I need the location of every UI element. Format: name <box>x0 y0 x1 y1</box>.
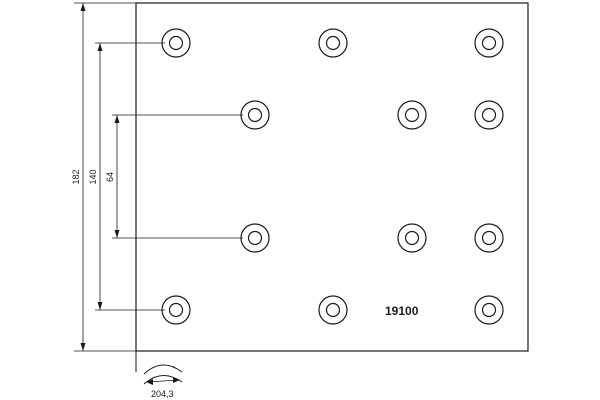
rivet-hole <box>318 295 348 325</box>
rivet-hole-group <box>161 28 504 325</box>
rivet-hole <box>474 28 504 58</box>
rivet-hole <box>318 28 348 58</box>
rivet-hole <box>161 295 191 325</box>
rivet-hole <box>474 295 504 325</box>
arc-length-dimension: 204,3 <box>143 364 183 399</box>
inner-hole-spacing-label: 64 <box>105 172 115 182</box>
arc-length-label: 204,3 <box>151 389 174 399</box>
outer-hole-spacing-label: 140 <box>88 169 98 184</box>
rivet-hole <box>397 100 427 130</box>
rivet-hole <box>240 223 270 253</box>
rivet-hole <box>397 223 427 253</box>
inner-hole-spacing-dimension: 64 <box>105 114 243 239</box>
outer-hole-spacing-dimension: 140 <box>88 42 165 311</box>
overall-height-dimension: 182 <box>71 2 136 352</box>
rivet-hole <box>240 100 270 130</box>
lining-outline <box>135 2 529 352</box>
overall-height-label: 182 <box>71 169 81 184</box>
rivet-hole <box>474 100 504 130</box>
rivet-hole <box>474 223 504 253</box>
part-number: 19100 <box>385 304 419 318</box>
rivet-hole <box>161 28 191 58</box>
